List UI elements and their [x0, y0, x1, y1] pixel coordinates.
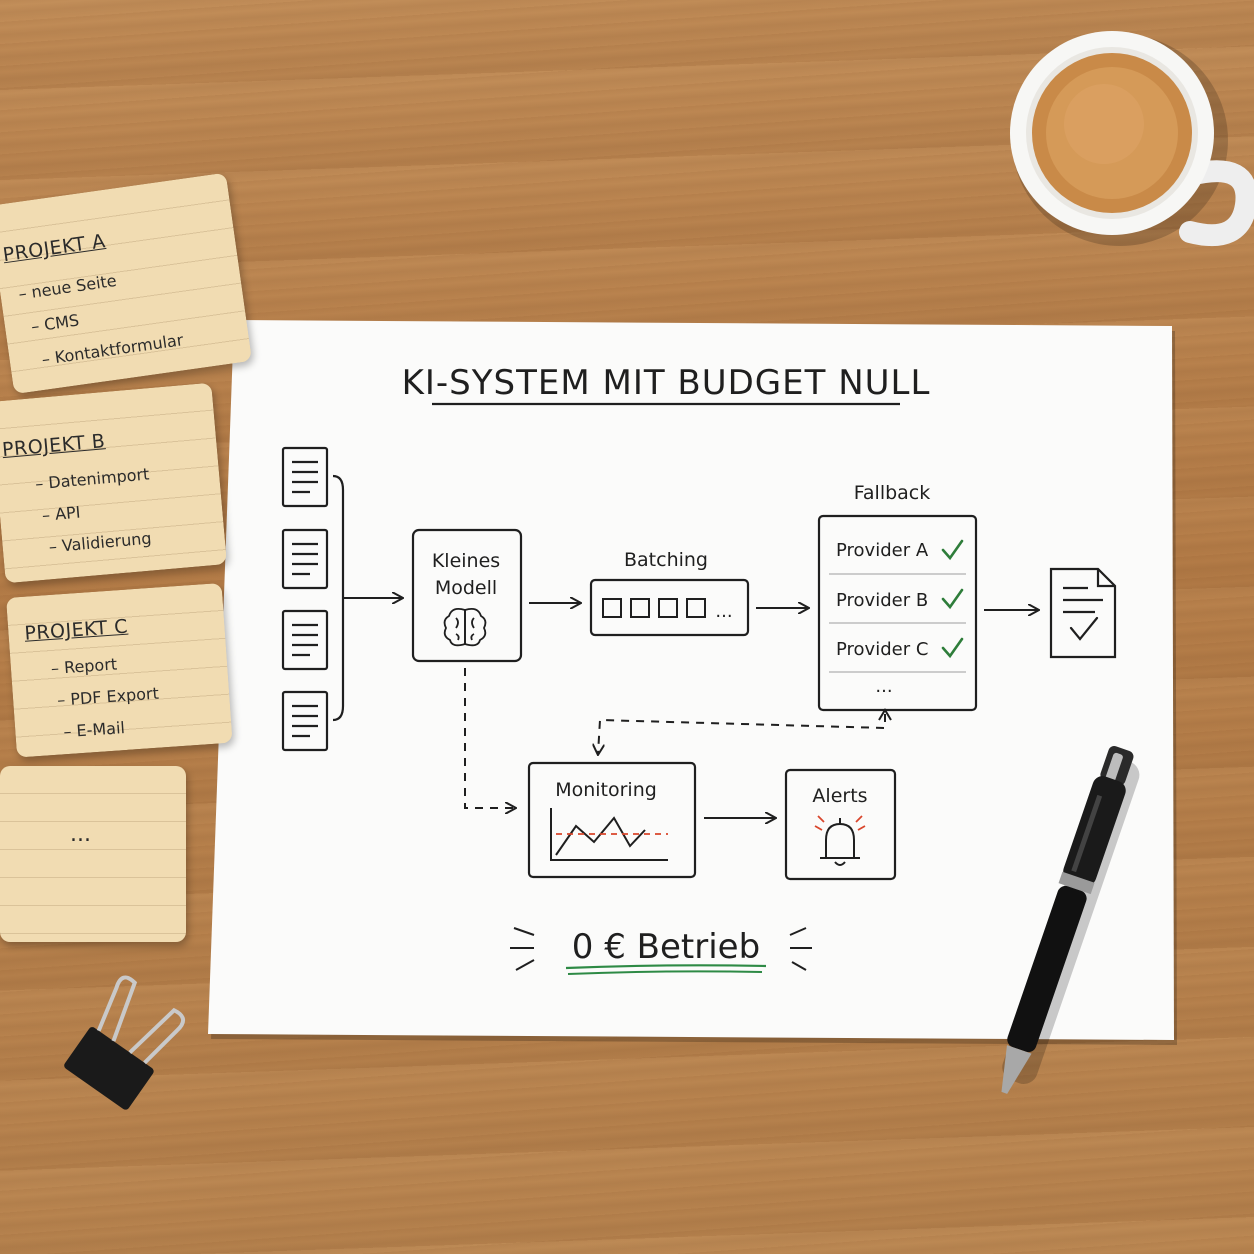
note-item: – Validierung: [48, 528, 153, 557]
line-chart-icon: [550, 808, 668, 861]
batching-box: [589, 578, 750, 637]
document-icon: [281, 528, 329, 590]
monitoring-label: Monitoring: [555, 779, 657, 801]
note-card-projekt-c: PROJEKT C – Report – PDF Export – E-Mail: [6, 582, 233, 758]
document-icon: [281, 446, 329, 508]
fallback-label: Fallback: [854, 482, 931, 504]
footer-text: 0 € Betrieb: [572, 927, 760, 967]
arrowhead-up: [878, 708, 892, 721]
checked-document-icon: [1049, 567, 1117, 659]
alerts-label: Alerts: [812, 785, 867, 807]
note-item: – Kontaktformular: [40, 330, 185, 369]
alerts-box: [784, 768, 897, 881]
input-documents: [281, 446, 345, 752]
dashed-arrow-fallback-monitoring: [598, 714, 886, 754]
note-title: PROJEKT A: [1, 230, 107, 267]
note-item: – CMS: [29, 310, 81, 337]
model-label-line1: Kleines: [432, 550, 500, 572]
diagram-title: KI-SYSTEM MIT BUDGET NULL: [402, 363, 931, 403]
note-item: – PDF Export: [56, 683, 160, 710]
note-item: – E-Mail: [62, 718, 126, 742]
note-title: PROJEKT B: [1, 430, 107, 462]
brain-icon: [443, 607, 487, 647]
note-card-projekt-a: PROJEKT A – neue Seite – CMS – Kontaktfo…: [0, 172, 253, 395]
check-icon: [941, 588, 964, 610]
batching-label: Batching: [624, 549, 708, 571]
alert-rays: [814, 815, 866, 831]
dashed-arrow-model-to-monitoring: [464, 668, 515, 808]
batch-items: [602, 598, 706, 618]
note-card-projekt-b: PROJEKT B – Datenimport – API – Validier…: [0, 382, 228, 584]
note-card-more: ...: [0, 766, 186, 942]
provider-a-label: Provider A: [836, 540, 929, 561]
emphasis-marks-left: [510, 927, 535, 971]
document-icon: [281, 690, 329, 752]
bell-icon: [820, 818, 860, 866]
note-item: – Report: [50, 654, 118, 679]
batching-dots: ...: [715, 601, 732, 622]
input-bracket: [332, 474, 345, 722]
monitoring-box: [527, 761, 697, 879]
check-icon: [941, 539, 964, 561]
provider-b-label: Provider B: [836, 590, 928, 611]
model-label-line2: Modell: [435, 577, 497, 599]
fallback-box: [817, 514, 978, 712]
check-icon: [941, 637, 964, 659]
note-item: – API: [41, 502, 82, 525]
note-item: – neue Seite: [17, 270, 118, 304]
note-title: PROJEKT C: [23, 615, 129, 645]
footer-underline: [565, 964, 767, 970]
note-item: – Datenimport: [34, 464, 151, 494]
fallback-more: ...: [875, 676, 892, 697]
emphasis-marks-right: [789, 927, 812, 971]
model-box: [411, 528, 523, 663]
note-item: ...: [70, 822, 91, 847]
document-icon: [281, 609, 329, 671]
provider-c-label: Provider C: [836, 639, 928, 660]
